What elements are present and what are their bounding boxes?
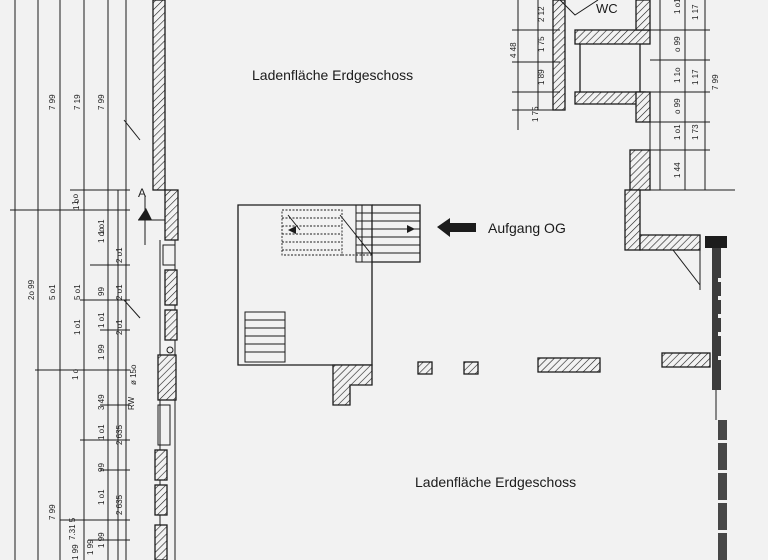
- right-dimension-texts: 2 12 4 48 1 75 1 89 1 75 1 o1 o 99 1 1o …: [509, 0, 720, 178]
- right-edge-wall: [705, 236, 727, 560]
- dim-col6-g: 2 635: [115, 494, 124, 515]
- dim-right-b: o 99: [673, 36, 682, 52]
- dim-col2-b: 7.31 5: [68, 517, 77, 540]
- dim-col5-h: 99: [97, 463, 106, 472]
- dim-col5-e: 1 99: [97, 344, 106, 360]
- dim-col6-e: 2 o1: [115, 319, 124, 335]
- dim-right-e: 1 o1: [673, 124, 682, 140]
- wc-label: WC: [596, 1, 618, 16]
- dim-overall: 2o 99: [27, 279, 36, 300]
- right-dimension-lines: [512, 0, 735, 191]
- dim-col3-a: 7 99: [48, 94, 57, 110]
- dim-col5-i: 1 99: [97, 532, 106, 548]
- dim-wc-b: 4 48: [509, 42, 518, 58]
- dim-col4-c: 1 o: [71, 368, 80, 380]
- dim-col6-b: 1 oo: [97, 227, 106, 243]
- dim-col5-g: 1 o1: [97, 489, 106, 505]
- dim-col4-f: 1 99: [86, 539, 95, 555]
- dim-col4-e: 1 o1: [73, 319, 82, 335]
- room-label-top: Ladenfläche Erdgeschoss: [252, 67, 413, 83]
- dim-col4-d: 3 49: [97, 394, 106, 410]
- dim-col6-f: 2 635: [115, 424, 124, 445]
- room-label-bottom: Ladenfläche Erdgeschoss: [415, 474, 576, 490]
- left-dimension-texts: 2o 99 7 99 7.31 5 7 99 5 o1 1 o 1 99 7 1…: [27, 94, 124, 560]
- dim-wc-d: 1 89: [537, 69, 546, 85]
- dim-wc-e: 1 75: [531, 106, 540, 122]
- dim-far-c: 7 99: [711, 74, 720, 90]
- dim-col5-b: 1 o1: [97, 219, 106, 235]
- dim-col5-f: 1 o1: [97, 424, 106, 440]
- section-marker-icon: A: [138, 186, 165, 245]
- dim-col4-b: 5 o1: [73, 284, 82, 300]
- dim-right-c: 1 1o: [673, 67, 682, 83]
- dim-right-g: 1 73: [691, 124, 700, 140]
- rw-label: RW: [127, 396, 136, 410]
- arrow-left-icon: [437, 218, 476, 237]
- dim-right-a: 1 o1: [673, 0, 682, 14]
- dim-col4-a: 7 19: [73, 94, 82, 110]
- dim-col6-d: 2 o1: [115, 284, 124, 300]
- dim-col5-c: 99: [97, 287, 106, 296]
- dim-col6-a: 1 o: [72, 198, 81, 210]
- dim-far-b: 1 17: [691, 69, 700, 85]
- dim-col3-c: 1 o: [71, 193, 80, 205]
- stairs-label: Aufgang OG: [488, 220, 566, 236]
- pillars: [417, 352, 711, 375]
- dim-wc-c: 1 75: [537, 36, 546, 52]
- dim-right-f: 1 44: [673, 162, 682, 178]
- left-wall: [152, 0, 179, 560]
- section-marker-label: A: [138, 186, 146, 200]
- left-dimension-lines: [10, 0, 141, 560]
- pillar-note: ø 15o: [129, 364, 138, 385]
- dim-col3-d: 1 99: [71, 544, 80, 560]
- dim-col2-a: 7 99: [48, 504, 57, 520]
- dim-col5-a: 7 99: [97, 94, 106, 110]
- dim-far-a: 1 17: [691, 4, 700, 20]
- dim-col5-d: 1 o1: [97, 312, 106, 328]
- dim-wc-a: 2 12: [537, 6, 546, 22]
- dim-col6-c: 2 o1: [115, 247, 124, 263]
- dim-col3-b: 5 o1: [48, 284, 57, 300]
- dim-right-d: o 99: [673, 98, 682, 114]
- stair-block: [237, 204, 421, 406]
